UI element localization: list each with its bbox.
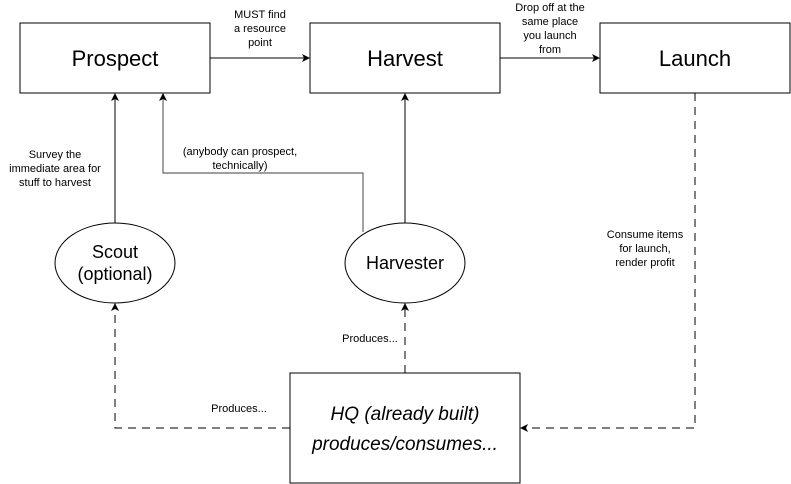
edge-label-line: technically)	[212, 160, 267, 172]
label-scout-to-prospect: Survey the immediate area for stuff to h…	[9, 149, 101, 189]
edge-label-line: a resource	[234, 23, 286, 35]
label-harvester-to-prospect: (anybody can prospect, technically)	[183, 146, 297, 172]
node-harvester-label: Harvester	[366, 253, 444, 273]
edge-label-line: Survey the	[29, 149, 82, 161]
edge-label-line: Consume items	[607, 229, 684, 241]
label-hq-to-harvester: Produces...	[342, 333, 398, 345]
edge-harvester-to-prospect	[159, 93, 364, 232]
node-hq-label-line-2: produces/consumes...	[311, 434, 498, 455]
node-hq[interactable]: HQ (already built) produces/consumes...	[289, 372, 521, 484]
node-prospect-label: Prospect	[72, 46, 159, 71]
label-launch-to-hq: Consume items for launch, render profit	[607, 229, 684, 269]
edge-launch-to-hq	[520, 93, 696, 432]
edge-label-line: from	[539, 44, 561, 56]
edge-label-line: MUST find	[234, 9, 286, 21]
edge-label-line: Produces...	[211, 403, 267, 415]
edge-hq-to-scout	[111, 303, 290, 429]
edge-label-line: (anybody can prospect,	[183, 146, 297, 158]
node-harvest[interactable]: Harvest	[309, 22, 501, 94]
node-scout-label-line-1: Scout	[92, 242, 138, 262]
node-harvester[interactable]: Harvester	[344, 222, 466, 304]
node-harvest-label: Harvest	[367, 46, 443, 71]
node-scout[interactable]: Scout (optional)	[54, 222, 176, 304]
edge-label-line: point	[248, 37, 272, 49]
node-scout-label-line-2: (optional)	[77, 264, 152, 284]
node-hq-label-line-1: HQ (already built)	[331, 404, 480, 425]
label-hq-to-scout: Produces...	[211, 403, 267, 415]
label-prospect-to-harvest: MUST find a resource point	[234, 9, 286, 49]
edge-label-line: render profit	[615, 257, 674, 269]
edge-label-line: you launch	[523, 30, 576, 42]
node-launch[interactable]: Launch	[599, 22, 791, 94]
node-prospect[interactable]: Prospect	[19, 22, 211, 94]
edge-label-line: for launch,	[619, 243, 670, 255]
edge-label-line: Drop off at the	[515, 2, 585, 14]
edge-label-line: same place	[522, 16, 578, 28]
label-harvest-to-launch: Drop off at the same place you launch fr…	[515, 2, 585, 56]
node-launch-label: Launch	[659, 46, 731, 71]
edge-label-line: Produces...	[342, 333, 398, 345]
edge-label-line: immediate area for	[9, 163, 101, 175]
edge-label-line: stuff to harvest	[19, 177, 91, 189]
